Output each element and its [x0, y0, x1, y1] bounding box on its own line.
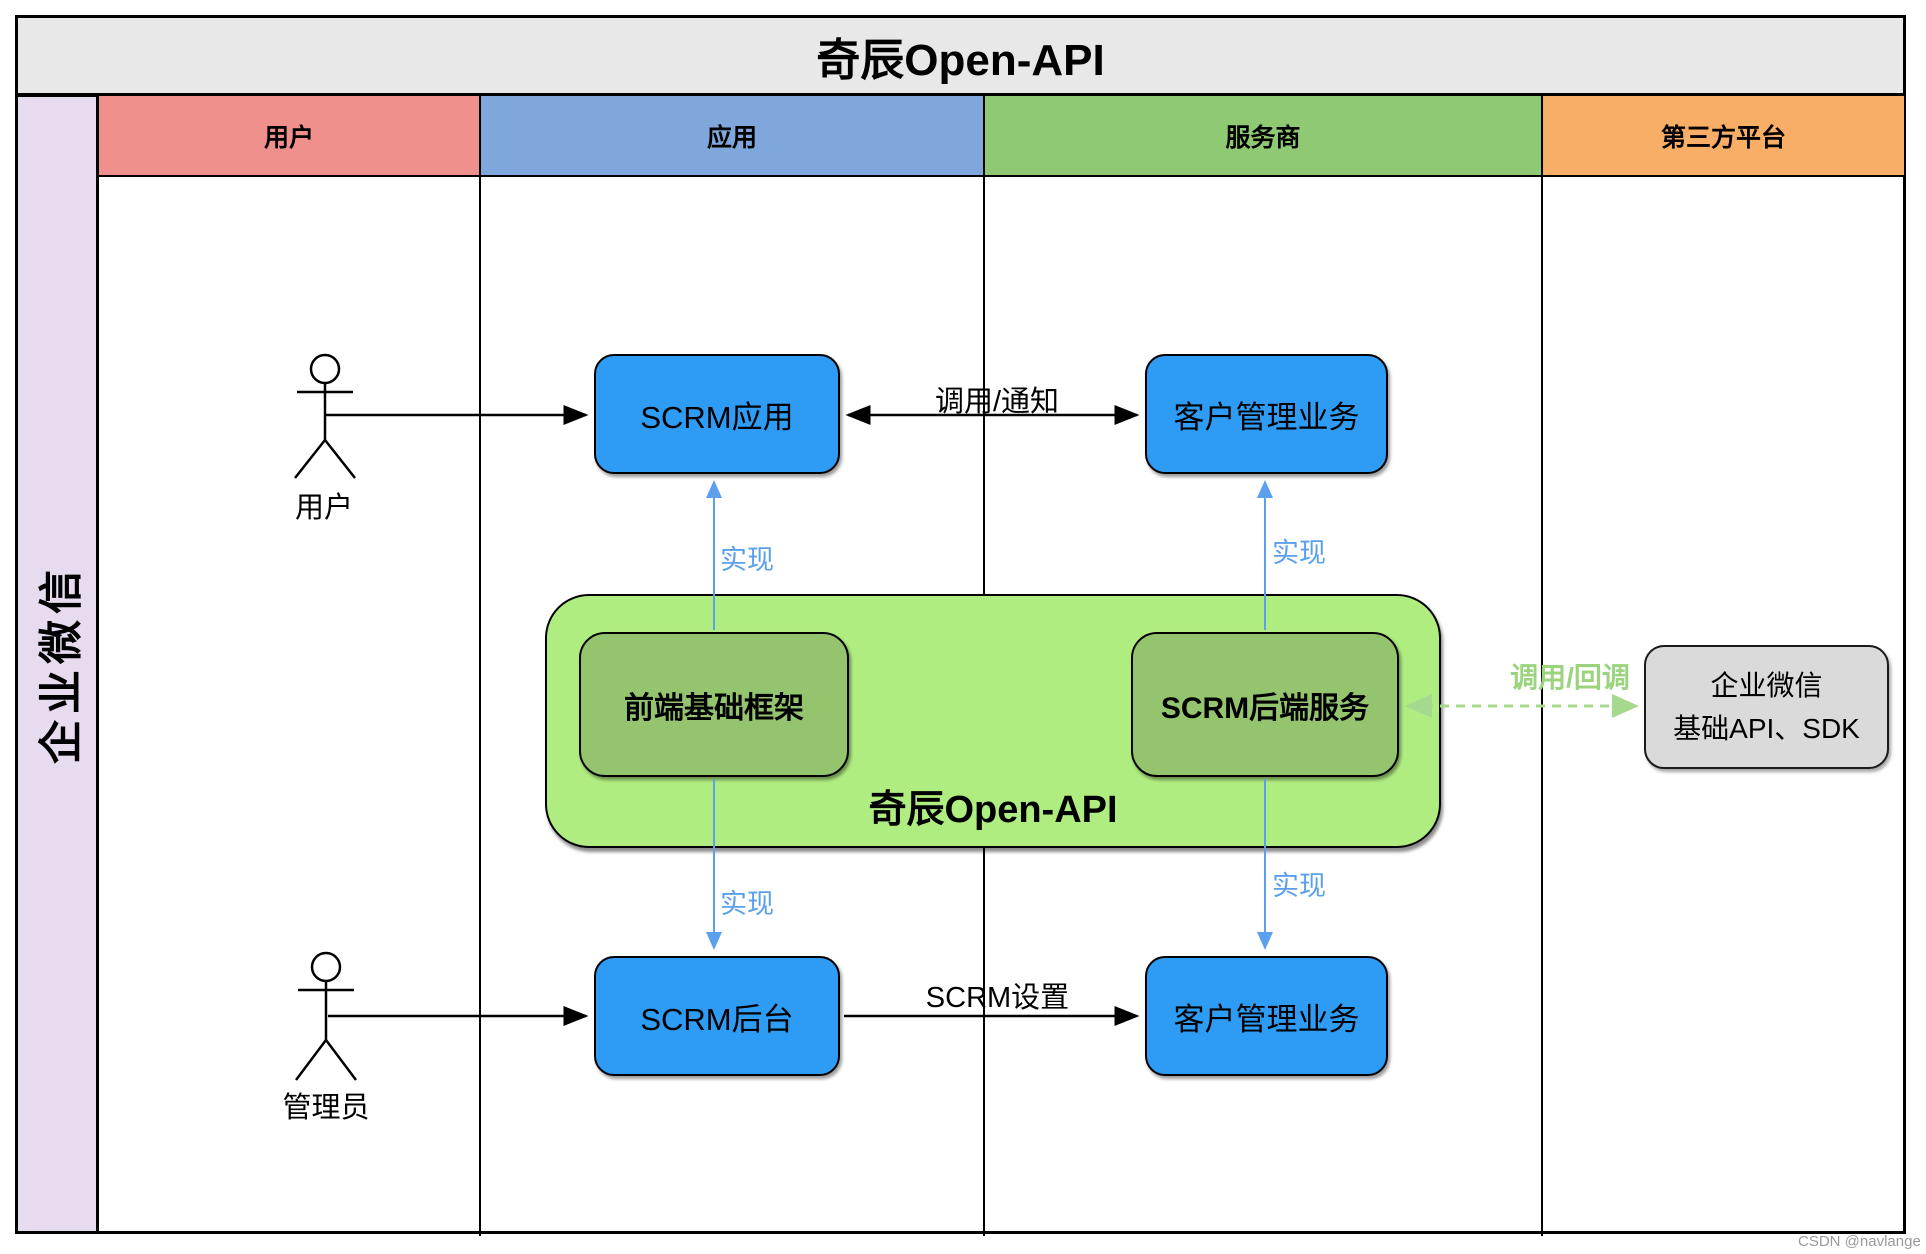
column-header-app-label: 应用 [706, 123, 757, 152]
column-header-app: 应用 [479, 94, 985, 177]
scrm-backstage-box: SCRM后台 [594, 956, 840, 1076]
openapi-container-label: 奇辰Open-API [868, 789, 1118, 831]
wecom-api-label-line2: 基础API、SDK [1673, 713, 1860, 744]
column-divider [479, 175, 481, 1236]
scrm-backstage-label: SCRM后台 [640, 1001, 794, 1037]
scrm-setting-label: SCRM设置 [925, 982, 1070, 1014]
actor-admin-label: 管理员 [282, 1092, 370, 1124]
wecom-api-label-line1: 企业微信 [1710, 669, 1823, 701]
implement-label: 实现 [1272, 538, 1326, 568]
customer-mgmt-bottom-box: 客户管理业务 [1145, 956, 1388, 1076]
implement-label: 实现 [720, 545, 774, 575]
scrm-backend-box: SCRM后端服务 [1131, 632, 1399, 777]
column-header-third-party-label: 第三方平台 [1660, 123, 1786, 152]
scrm-app-label: SCRM应用 [640, 399, 794, 435]
swimlane-wecom-label: 企业微信 [37, 564, 86, 764]
call-callback-label: 调用/回调 [1510, 662, 1630, 693]
column-header-user-label: 用户 [263, 123, 314, 152]
customer-mgmt-top-box: 客户管理业务 [1145, 354, 1388, 474]
customer-mgmt-top-label: 客户管理业务 [1173, 399, 1360, 435]
wecom-api-box: 企业微信 基础API、SDK [1644, 645, 1889, 769]
diagram-title: 奇辰Open-API [816, 35, 1105, 85]
call-notify-label: 调用/通知 [934, 386, 1060, 418]
frontend-framework-label: 前端基础框架 [624, 691, 804, 725]
watermark-text: CSDN @navlange [1798, 1233, 1921, 1250]
column-divider [1541, 175, 1543, 1236]
column-header-provider: 服务商 [983, 94, 1543, 177]
implement-label: 实现 [1272, 871, 1326, 901]
swimlane-wecom: 企业微信 [15, 94, 99, 1234]
frontend-framework-box: 前端基础框架 [579, 632, 849, 777]
customer-mgmt-bottom-label: 客户管理业务 [1173, 1001, 1360, 1037]
scrm-app-box: SCRM应用 [594, 354, 840, 474]
column-header-third-party: 第三方平台 [1541, 94, 1906, 177]
actor-user-label: 用户 [294, 492, 353, 524]
diagram-title-bar: 奇辰Open-API [15, 15, 1906, 96]
implement-label: 实现 [720, 889, 774, 919]
column-header-provider-label: 服务商 [1225, 123, 1301, 152]
scrm-backend-label: SCRM后端服务 [1160, 691, 1370, 725]
column-header-user: 用户 [97, 94, 481, 177]
